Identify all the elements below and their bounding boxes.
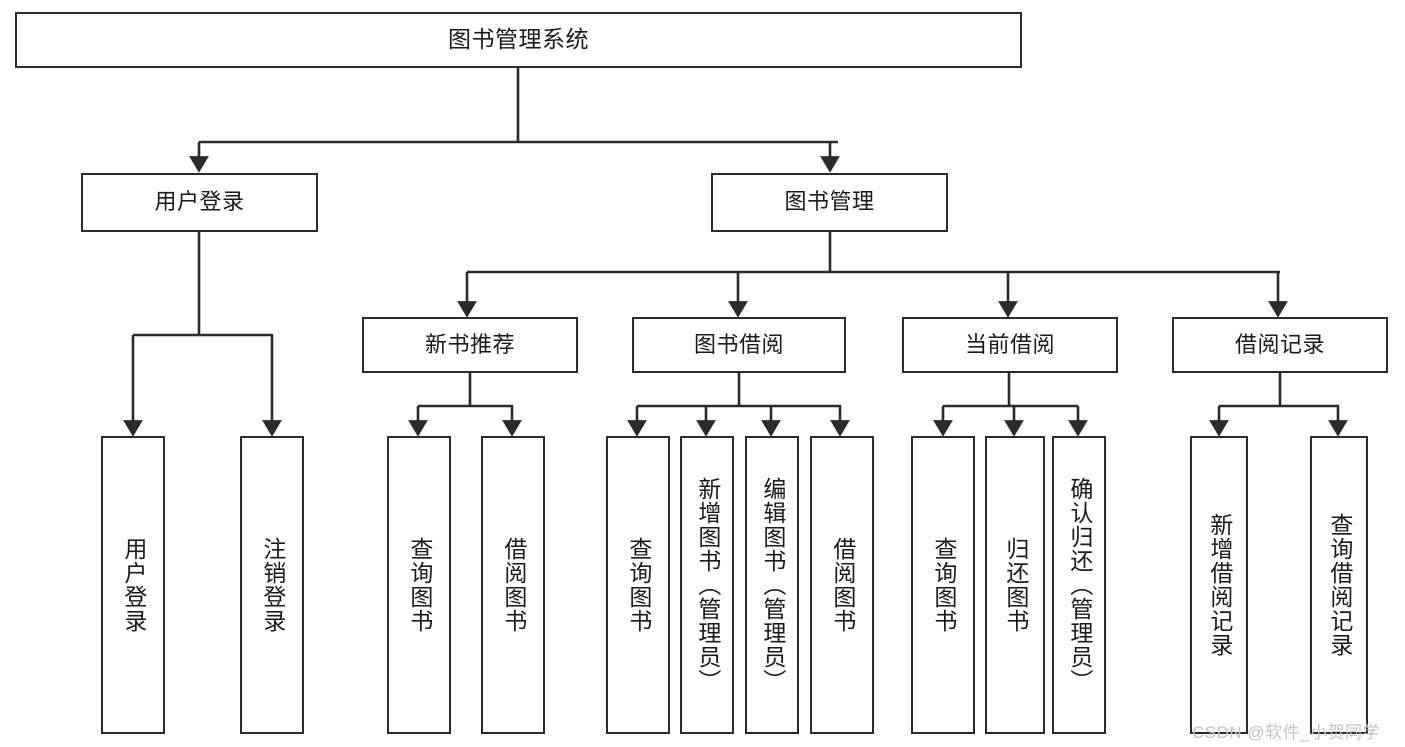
node-new-book-rec[interactable]: 新书推荐	[362, 317, 578, 373]
node-leaf-borrow-book-2-label: 借阅图书	[829, 537, 856, 633]
node-root-label: 图书管理系统	[448, 26, 589, 53]
node-leaf-query-book-2[interactable]: 查询图书	[606, 436, 670, 734]
node-book-borrow-label: 图书借阅	[693, 331, 784, 357]
node-book-manage-label: 图书管理	[784, 189, 875, 215]
node-leaf-confirm-return-label: 确认归还（管理员）	[1066, 477, 1093, 693]
node-book-borrow[interactable]: 图书借阅	[632, 317, 846, 373]
node-leaf-borrow-book-2[interactable]: 借阅图书	[810, 436, 874, 734]
node-leaf-borrow-book-1-label: 借阅图书	[500, 537, 527, 633]
node-leaf-edit-book-label: 编辑图书（管理员）	[759, 477, 786, 693]
node-leaf-query-book-2-label: 查询图书	[625, 537, 652, 633]
node-leaf-return-book[interactable]: 归还图书	[985, 436, 1045, 734]
node-leaf-query-book-1[interactable]: 查询图书	[387, 436, 451, 734]
node-leaf-user-login-label: 用户登录	[120, 537, 147, 633]
node-leaf-logout[interactable]: 注销登录	[240, 436, 304, 734]
node-current-borrow-label: 当前借阅	[964, 331, 1055, 357]
node-leaf-return-book-label: 归还图书	[1002, 537, 1029, 633]
node-borrow-record-label: 借阅记录	[1234, 331, 1325, 357]
node-user-login[interactable]: 用户登录	[81, 173, 318, 232]
node-leaf-add-record-label: 新增借阅记录	[1206, 513, 1233, 657]
node-leaf-add-book[interactable]: 新增图书（管理员）	[680, 436, 734, 734]
node-leaf-borrow-book-1[interactable]: 借阅图书	[481, 436, 545, 734]
node-user-login-label: 用户登录	[154, 189, 245, 215]
node-leaf-query-book-3-label: 查询图书	[930, 537, 957, 633]
node-leaf-query-book-1-label: 查询图书	[406, 537, 433, 633]
node-leaf-edit-book[interactable]: 编辑图书（管理员）	[745, 436, 799, 734]
node-borrow-record[interactable]: 借阅记录	[1172, 317, 1388, 373]
node-new-book-rec-label: 新书推荐	[424, 331, 515, 357]
node-root[interactable]: 图书管理系统	[15, 12, 1022, 68]
watermark: CSDN @软件_小贺同学	[1192, 723, 1381, 742]
node-leaf-query-record-label: 查询借阅记录	[1326, 513, 1353, 657]
node-book-manage[interactable]: 图书管理	[711, 173, 948, 232]
node-current-borrow[interactable]: 当前借阅	[902, 317, 1118, 373]
node-leaf-add-record[interactable]: 新增借阅记录	[1190, 436, 1248, 734]
node-leaf-query-book-3[interactable]: 查询图书	[911, 436, 975, 734]
node-leaf-logout-label: 注销登录	[259, 537, 286, 633]
node-leaf-confirm-return[interactable]: 确认归还（管理员）	[1052, 436, 1106, 734]
node-leaf-add-book-label: 新增图书（管理员）	[694, 477, 721, 693]
node-leaf-query-record[interactable]: 查询借阅记录	[1310, 436, 1368, 734]
node-leaf-user-login[interactable]: 用户登录	[101, 436, 165, 734]
